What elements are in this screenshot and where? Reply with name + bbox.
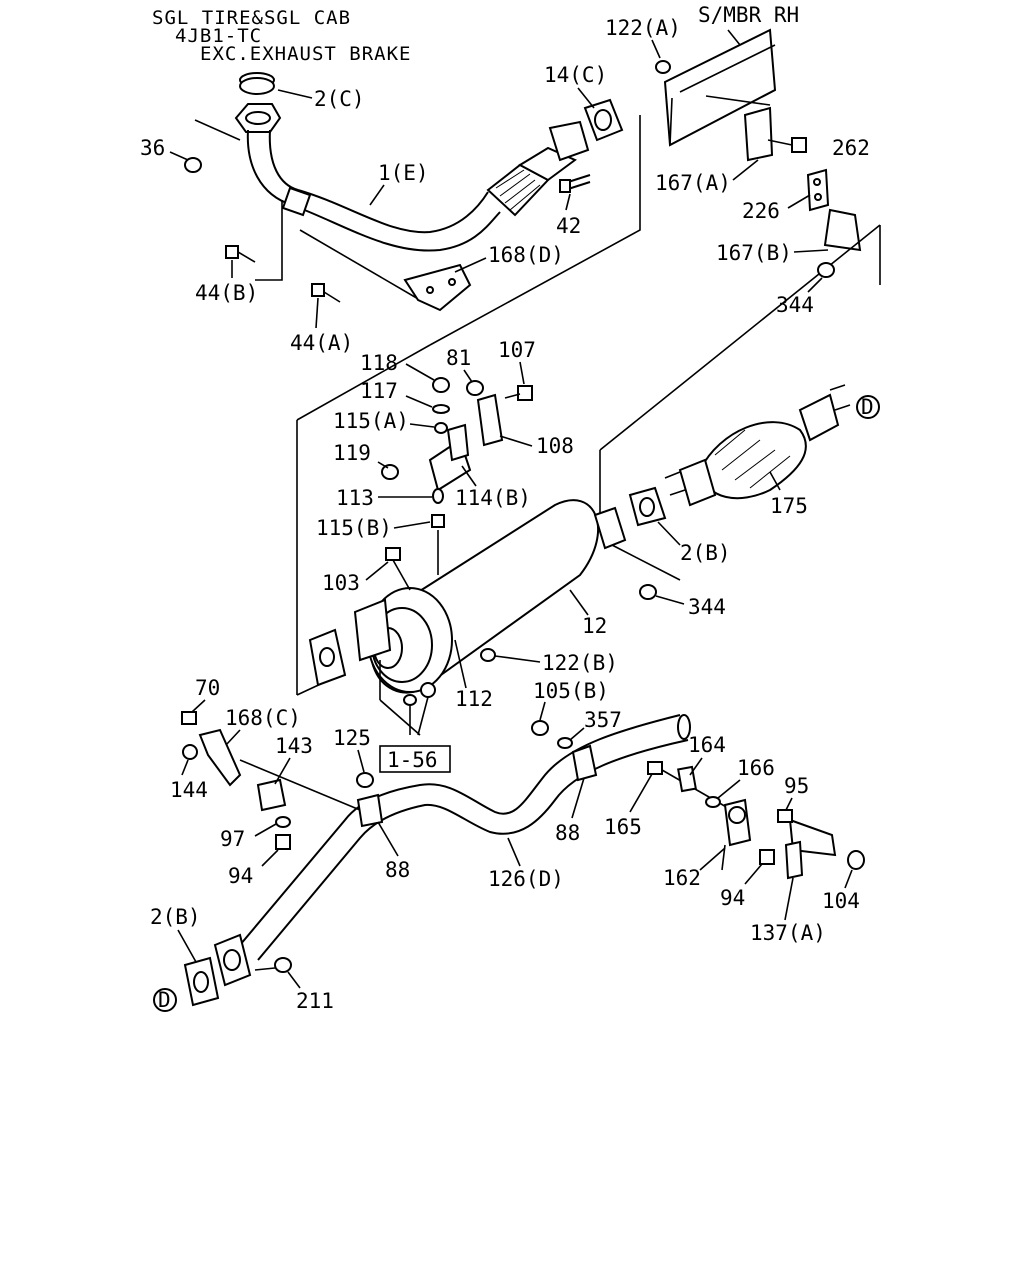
circle-ref-upper: D	[861, 395, 874, 419]
label-167b: 167(B)	[716, 241, 792, 265]
label-115a: 115(A)	[333, 409, 409, 433]
label-36: 36	[140, 136, 165, 160]
reference-box-label: 1-56	[387, 748, 438, 772]
label-226: 226	[742, 199, 780, 223]
label-168c: 168(C)	[225, 706, 301, 730]
label-119: 119	[333, 441, 371, 465]
label-167a: 167(A)	[655, 171, 731, 195]
label-166: 166	[737, 756, 775, 780]
label-103: 103	[322, 571, 360, 595]
label-2b-mid: 2(B)	[680, 541, 731, 565]
header-line-2: 4JB1-TC	[175, 25, 262, 47]
label-2c: 2(C)	[314, 87, 365, 111]
circle-ref-lower: D	[158, 988, 171, 1012]
label-81: 81	[446, 346, 471, 370]
label-118: 118	[360, 351, 398, 375]
label-211: 211	[296, 989, 334, 1013]
label-115b: 115(B)	[316, 516, 392, 540]
label-126d: 126(D)	[488, 867, 564, 891]
label-44b: 44(B)	[195, 281, 258, 305]
member-label: S/MBR RH	[698, 3, 799, 27]
label-107: 107	[498, 338, 536, 362]
label-14c: 14(C)	[544, 63, 607, 87]
label-344-mid: 344	[688, 595, 726, 619]
label-1e: 1(E)	[378, 161, 429, 185]
label-42: 42	[556, 214, 581, 238]
label-144: 144	[170, 778, 208, 802]
front-pipe-group	[184, 72, 641, 346]
label-114b: 114(B)	[455, 486, 531, 510]
header-line-1: SGL TIRE&SGL CAB	[152, 7, 351, 29]
silencer-group	[296, 344, 681, 736]
label-122b: 122(B)	[542, 651, 618, 675]
label-112: 112	[455, 687, 493, 711]
label-117: 117	[360, 379, 398, 403]
label-113: 113	[336, 486, 374, 510]
label-175: 175	[770, 494, 808, 518]
label-44a: 44(A)	[290, 331, 353, 355]
label-95: 95	[784, 774, 809, 798]
label-104: 104	[822, 889, 860, 913]
label-70: 70	[195, 676, 220, 700]
label-162: 162	[663, 866, 701, 890]
label-94-right: 94	[720, 886, 745, 910]
label-125: 125	[333, 726, 371, 750]
side-member-group	[599, 28, 881, 451]
label-88-right: 88	[555, 821, 580, 845]
label-168d: 168(D)	[488, 243, 564, 267]
label-108: 108	[536, 434, 574, 458]
label-12: 12	[582, 614, 607, 638]
label-165: 165	[604, 815, 642, 839]
label-137a: 137(A)	[750, 921, 826, 945]
header-line-3: EXC.EXHAUST BRAKE	[200, 43, 411, 65]
reference-box	[379, 745, 451, 773]
label-344-upper: 344	[776, 293, 814, 317]
label-97: 97	[220, 827, 245, 851]
label-2b-lower: 2(B)	[150, 905, 201, 929]
converter-group	[664, 384, 880, 507]
label-122a: 122(A)	[605, 16, 681, 40]
label-105b: 105(B)	[533, 679, 609, 703]
tail-pipe-group	[153, 711, 865, 1012]
label-94-left: 94	[228, 864, 253, 888]
label-143: 143	[275, 734, 313, 758]
label-164: 164	[688, 733, 726, 757]
label-88-left: 88	[385, 858, 410, 882]
label-262: 262	[832, 136, 870, 160]
label-357: 357	[584, 708, 622, 732]
part-labels: 2(C) 14(C) 36 1(E) 42 44(B) 168(D) 44(A)…	[140, 16, 870, 1013]
